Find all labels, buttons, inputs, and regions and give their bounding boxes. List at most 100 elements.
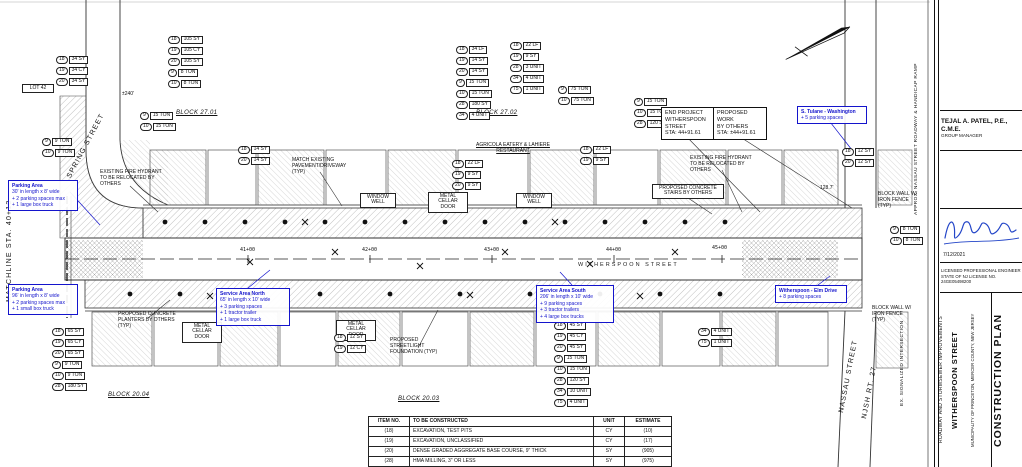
signature-scribble [943,221,1020,245]
callout-item-number: 18 [452,160,464,168]
callout-quantity: 22 LF [592,146,612,154]
callout-item: 19 45 CY [554,333,587,341]
plan-label: 43+00 [484,247,500,253]
callout-item-number: 10 [558,97,570,105]
callout-item: 20 9 SY [452,182,482,190]
callout-quantity: 15 TON [149,112,174,120]
callout-item: 9 9 TON [42,138,73,146]
callout-quantity: 15 TON [563,355,588,363]
callout-quantity: 9 TON [54,149,76,157]
callout-quantity: 4 UNIT [522,75,545,83]
plan-label: METAL CELLAR DOOR [428,192,468,213]
callout-item-number: 9 [140,112,149,120]
cell-description: EXCAVATION, UNCLASSIFIED [410,437,594,446]
plan-label: METAL CELLAR DOOR [336,320,376,341]
callout-item-number: 18 [510,42,522,50]
titleblock-divider [940,262,1022,263]
cell-description: DENSE GRADED AGGREGATE BASE COURSE, 9" T… [410,447,594,456]
callout-quantity: 22 LF [522,42,542,50]
callout-item: 18 22 LF [510,42,542,50]
callout-item-number: 20 [52,350,64,358]
callout-item: 10 15 TON [140,123,176,131]
callout-item-number: 75 [698,339,710,347]
callout-item-number: 20 [456,68,468,76]
callout-item-number: 19 [456,57,468,65]
callout-quantity: 4 UNIT [566,399,589,407]
callout-item: 10 8 TON [168,80,202,88]
parking-planning-note: Parking Area 96' in length x 8' wide + 2… [8,284,78,315]
callout-quantity: 14 SY [468,68,489,76]
callout-item-number: 10 [554,366,566,374]
quantity-table-header: ITEM NO. TO BE CONSTRUCTED UNIT ESTIMATE [369,417,671,427]
parking-planning-note: Service Area North 65' in length x 10' w… [216,288,290,326]
callout-item-number: 10 [52,372,64,380]
station-annotation-box: PROPOSED WORK BY OTHERS STA: ±44+91.61 [713,107,767,140]
callout-quantity: 120 SY [646,120,669,128]
callout-quantity: 4 UNIT [468,112,491,120]
cell-unit: CY [594,437,625,446]
callout-quantity: 65 SY [64,350,85,358]
callout-item: 10 15 TON [634,109,670,117]
cell-estimate: (10) [643,428,653,434]
plan-label: WINDOW WELL [360,193,396,208]
callout-quantity: 45 SY [566,322,587,330]
callout-item-number: 9 [456,79,465,87]
callout-item: 75 1 UNIT [510,86,545,94]
callout-quantity: 8 TON [180,80,202,88]
callout-item: 9 75 TON [558,86,592,94]
buildings-south [91,311,829,367]
callout-quantity: 12 CY [346,345,367,353]
callout-item-number: 34 [456,112,468,120]
titleblock-divider [991,292,992,467]
plan-label: APPROX. NASSAU STREET ROADWAY & HANDICAP… [914,63,919,215]
callout-item: 18 34 LF [456,46,488,54]
cell-unit: SY [594,447,625,456]
callout-item: 10 8 TON [890,237,924,245]
callout-item-number: 9 [554,355,563,363]
callout-quantity: 12 SY [854,148,875,156]
callout-item-number: 10 [890,237,902,245]
callout-quantity: 34 SY [68,56,89,64]
plan-label: 45+00 [712,245,728,251]
witherspoon-street-road [64,204,863,312]
callout-item-number: 20 [238,157,250,165]
callout-item: 20 45 SY [554,344,587,352]
callout-quantity: 65 SY [64,328,85,336]
callout-item-number: 34 [698,328,710,336]
plan-label: BLOCK 20.04 [108,392,150,398]
callout-item: 10 9 TON [52,372,86,380]
nassau-street-road [837,0,913,467]
header-unit: UNIT [594,417,625,426]
table-row: (18) EXCAVATION, TEST PITS CY (10) [369,427,671,437]
callout-item: 18 45 SY [554,322,587,330]
callout-item-number: 28 [634,120,646,128]
plan-label: ±22.8' [786,299,800,305]
callout-item-number: 20 [842,159,854,167]
plan-label: 128.7' [820,185,834,191]
callout-item: 20 65 SY [52,350,85,358]
plan-label: MATCH EXISTING PAVEMENT/DRIVEWAY (TYP) [292,157,347,175]
cell-item-no: (19) [369,437,410,446]
callout-quantity: 180 SY [468,101,491,109]
callout-item-number: 9 [890,226,899,234]
municipality: MUNICIPALITY OF PRINCETON, MERCER COUNTY… [970,313,975,447]
plan-label: PROPOSED CONCRETE STAIRS BY OTHERS [652,184,724,199]
callout-quantity: 15 TON [646,109,670,117]
callout-item-number: 18 [238,146,250,154]
callout-quantity: 34 SY [68,78,89,86]
plan-label: NJSH RT. 27 [861,365,879,420]
callout-item: 9 15 TON [554,355,588,363]
callout-item-number: 10 [140,123,152,131]
plan-label: EX. SIGNALIZED INTERSECTION [900,320,905,406]
callout-item: 19 9 SY [452,171,482,179]
buildings-north [149,149,839,206]
parking-planning-note: S. Tulane - Washington + 5 parking space… [797,106,867,124]
plan-label: PROPOSED CONCRETE PLANTERS BY OTHERS (TY… [118,311,176,329]
callout-item: 19 34 CY [56,67,89,75]
callout-item: 19 12 CY [334,345,367,353]
titleblock-divider [940,292,1022,293]
callout-quantity: 14 SY [468,57,489,65]
plan-label: PROPOSED STREETLIGHT FOUNDATION (TYP) [390,337,438,355]
callout-quantity: 4 UNIT [710,328,733,336]
